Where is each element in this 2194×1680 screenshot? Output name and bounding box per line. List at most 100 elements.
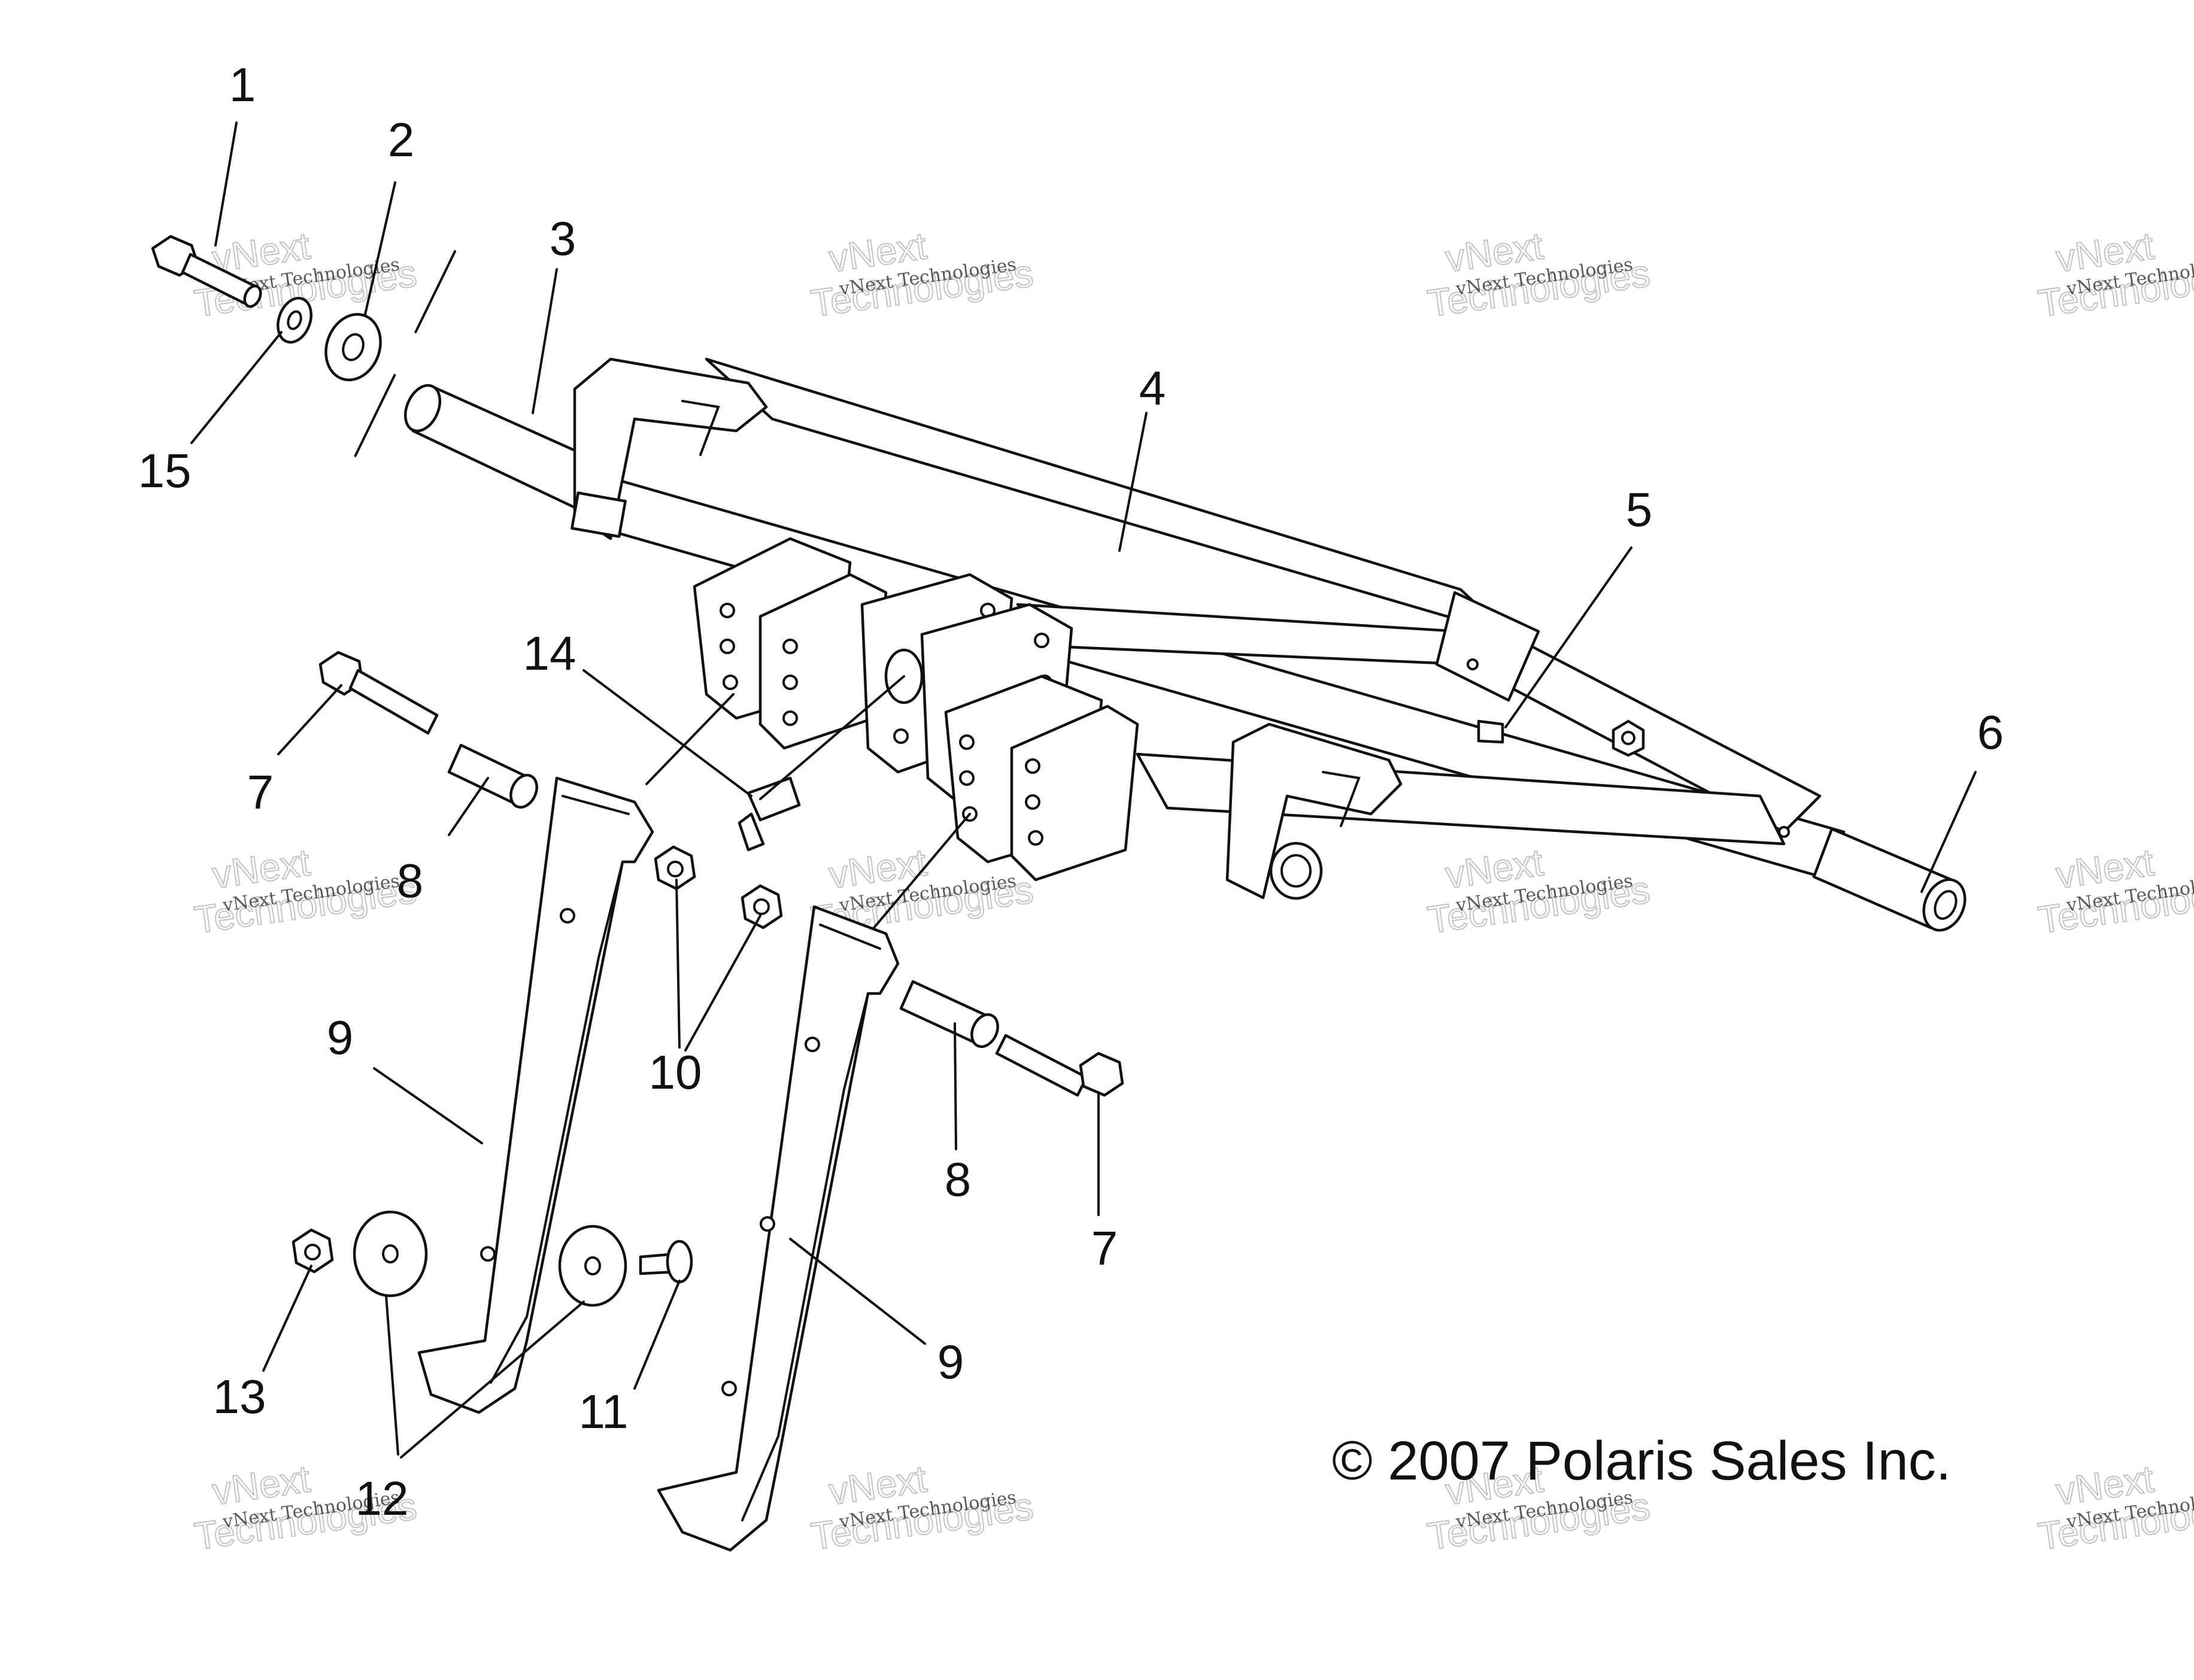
right-strap-bracket xyxy=(1225,722,1403,900)
callout-labels: 1 2 3 4 5 6 7 7 8 8 9 9 10 11 12 13 14 1… xyxy=(138,58,2004,1525)
spacer-8r-end xyxy=(970,1013,999,1048)
washer-12b-inner xyxy=(584,1256,601,1275)
leader-link-left xyxy=(645,693,735,785)
grease-fitting-body xyxy=(746,776,801,822)
grease-point-hole xyxy=(1467,658,1479,670)
fitting-5-stem xyxy=(1477,719,1504,744)
right-strap-slot xyxy=(1322,771,1361,827)
grease-fitting-nipple xyxy=(738,812,765,852)
plate-hole xyxy=(782,639,798,654)
leader-link-right xyxy=(873,813,971,929)
left-strap-slot xyxy=(681,400,720,456)
left-strap-bracket xyxy=(570,357,768,540)
leader-lines xyxy=(190,121,1977,1459)
spacer-8-end xyxy=(509,774,538,809)
copyright-notice: © 2007 Polaris Sales Inc. xyxy=(1332,1430,1951,1491)
callout-11: 11 xyxy=(578,1385,628,1438)
link-strap-left-edge xyxy=(562,795,630,815)
plate-hole xyxy=(1025,794,1040,810)
callout-15: 15 xyxy=(138,444,192,497)
bolt-7r-shank xyxy=(995,1034,1088,1097)
link-hole xyxy=(560,908,575,923)
bolt-7-shank xyxy=(348,669,439,735)
washer-2-inner xyxy=(342,333,365,361)
link-hole xyxy=(480,1246,496,1262)
callout-5: 5 xyxy=(1626,483,1653,536)
leader-14b xyxy=(759,675,905,800)
washer-part-2 xyxy=(324,313,382,381)
plate-hole xyxy=(720,603,735,618)
leader-2 xyxy=(364,181,396,315)
callout-3: 3 xyxy=(550,212,576,265)
leader-1 xyxy=(214,121,238,247)
link-strap-right-edge xyxy=(819,923,881,950)
washer-12a-inner xyxy=(382,1244,399,1263)
watermark: vNext Technologies vNext Technologies xyxy=(2035,1456,2194,1559)
bolt-part-7-right xyxy=(995,1034,1124,1097)
plate-hole xyxy=(782,710,798,726)
watermark: vNext Technologies vNext Technologies xyxy=(2035,223,2194,326)
leader-10b xyxy=(684,915,761,1052)
nut-part-13 xyxy=(292,1228,334,1274)
leader-12a xyxy=(385,1295,399,1456)
watermark: vNext Technologies vNext Technologies xyxy=(191,840,420,942)
plate-hole xyxy=(1028,830,1043,846)
plate-hole xyxy=(893,728,909,744)
callout-14: 14 xyxy=(523,627,576,680)
link-hole xyxy=(805,1037,820,1052)
nut-10a-bore xyxy=(667,861,684,877)
watermark: vNext Technologies vNext Technologies xyxy=(808,840,1036,942)
leader-7a xyxy=(277,684,342,755)
callout-6: 6 xyxy=(1977,706,2004,759)
leader-13 xyxy=(262,1265,312,1372)
callout-4: 4 xyxy=(1139,361,1166,415)
plate-hole xyxy=(782,675,798,690)
right-strap-loop xyxy=(1225,722,1403,900)
link-strap-left xyxy=(417,776,654,1414)
pin-11-head xyxy=(666,1240,693,1284)
bolt-7r-head xyxy=(1079,1052,1124,1097)
leader-8a xyxy=(448,777,489,836)
link-hole xyxy=(760,1216,775,1232)
bolt-part-7-left xyxy=(318,651,439,735)
washer-part-12-a xyxy=(353,1210,428,1298)
leader-10a xyxy=(675,879,681,1049)
leader-4 xyxy=(1118,412,1148,552)
plate-hole xyxy=(720,639,735,654)
link-strap-left-body xyxy=(417,776,654,1414)
callout-10: 10 xyxy=(649,1046,702,1099)
plate-hole xyxy=(959,770,975,786)
leader-6 xyxy=(1920,771,1977,893)
callout-7-right: 7 xyxy=(1091,1222,1118,1275)
callout-12: 12 xyxy=(356,1472,409,1525)
watermark: vNext Technologies vNext Technologies xyxy=(191,223,420,326)
leader-5 xyxy=(1504,546,1632,728)
shaft-left-cap xyxy=(403,384,442,433)
callout-8-right: 8 xyxy=(945,1153,972,1206)
washer-15-inner xyxy=(287,310,302,330)
link-strap-right xyxy=(657,905,900,1552)
link-strap-left-inner xyxy=(490,861,624,1384)
mount-plates xyxy=(693,537,1139,882)
watermark: vNext Technologies vNext Technologies xyxy=(1424,840,1653,942)
right-strap-tube-bore xyxy=(1280,854,1312,888)
leader-14a xyxy=(582,669,752,797)
plate-hole xyxy=(1034,633,1049,648)
callout-7-left: 7 xyxy=(247,765,274,819)
watermark: vNext Technologies vNext Technologies xyxy=(1424,223,1653,326)
watermark: vNext Technologies vNext Technologies xyxy=(2035,840,2194,942)
nut-part-10-a xyxy=(654,845,696,891)
shaft-right-bore xyxy=(1934,890,1958,920)
link-hole xyxy=(721,1381,737,1396)
bolt-part-1 xyxy=(151,235,262,308)
plate-hole xyxy=(959,734,975,750)
callout-1: 1 xyxy=(229,58,256,111)
grease-fitting-14 xyxy=(738,776,801,852)
nut-part-10-b xyxy=(741,884,783,929)
break-line xyxy=(340,250,456,486)
left-strap-clip xyxy=(570,491,627,538)
leader-9b xyxy=(789,1238,926,1345)
washer-part-12-b xyxy=(558,1225,627,1307)
frame-cross-tube xyxy=(1435,591,1540,702)
